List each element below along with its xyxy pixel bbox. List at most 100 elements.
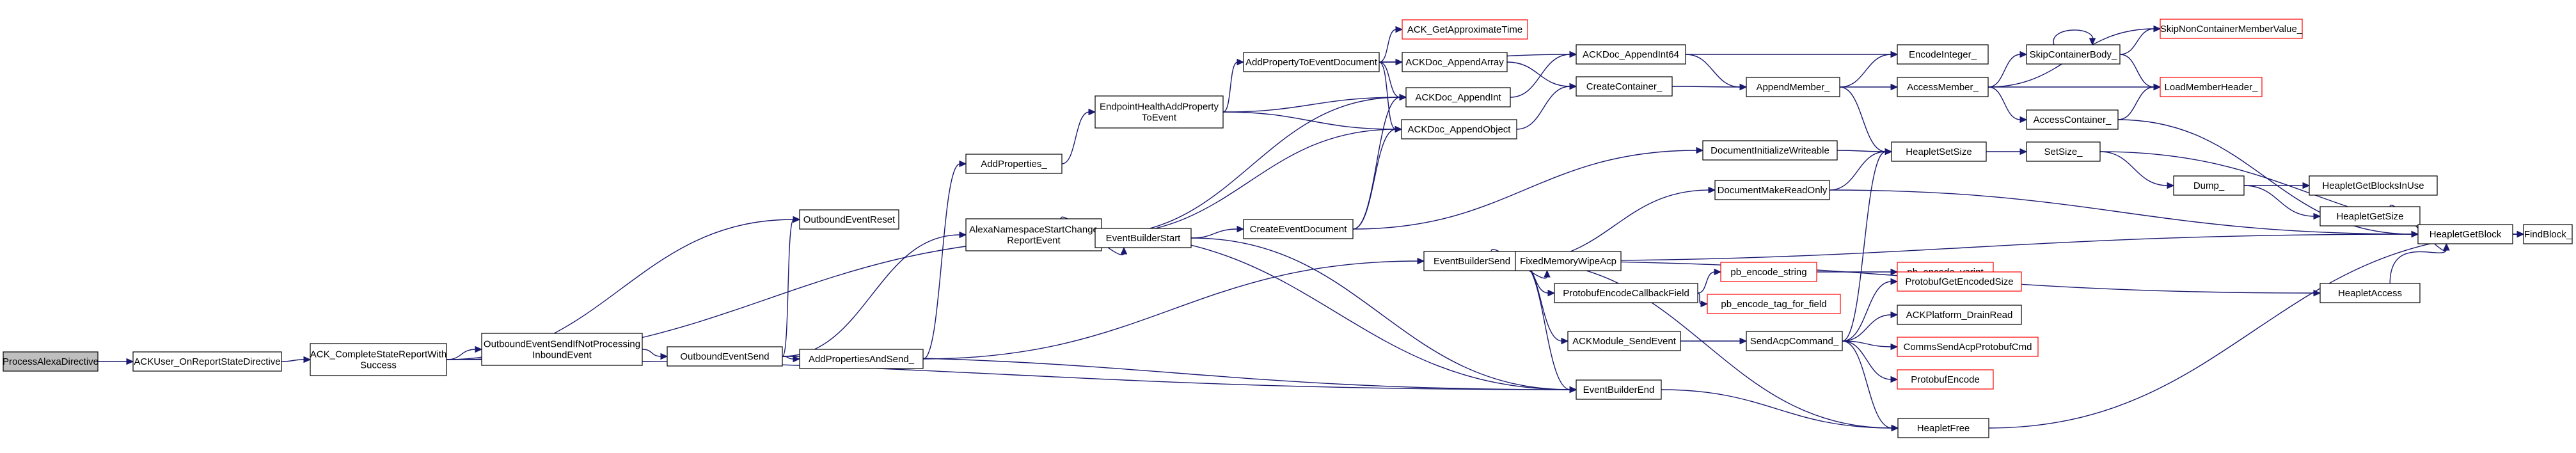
arrowhead: [793, 355, 801, 363]
node-label: InboundEvent: [532, 350, 592, 361]
call-edge-appendobj-to-createcont: [1516, 83, 1577, 130]
node-ebstart[interactable]: EventBuilderStart: [1094, 228, 1192, 248]
node-label: ACKPlatform_DrainRead: [1906, 310, 2013, 321]
node-addpropssend[interactable]: AddPropertiesAndSend_: [799, 349, 924, 369]
node-appendint64[interactable]: ACKDoc_AppendInt64: [1576, 44, 1686, 65]
node-pbcallback[interactable]: ProtobufEncodeCallbackField: [1554, 283, 1698, 303]
arrowhead: [475, 346, 483, 353]
node-box: [1576, 379, 1662, 400]
node-hpblocksinuse[interactable]: HeapletGetBlocksInUse: [2309, 175, 2438, 196]
node-box: [2160, 77, 2263, 97]
call-edge-appendmember-to-accessmember: [1840, 83, 1899, 91]
node-label: Success: [360, 360, 397, 371]
node-findblock[interactable]: FindBlock_: [2523, 224, 2573, 244]
arrowhead: [2302, 182, 2311, 189]
node-createevt[interactable]: CreateEventDocument: [1243, 219, 1354, 239]
node-label: AddPropertiesAndSend_: [809, 354, 915, 365]
node-hpsetsize[interactable]: HeapletSetSize: [1891, 141, 1987, 162]
node-label: CreateEventDocument: [1250, 224, 1348, 235]
arrowhead: [1739, 83, 1748, 91]
node-appendarray[interactable]: ACKDoc_AppendArray: [1402, 52, 1508, 72]
node-appendobj[interactable]: ACKDoc_AppendObject: [1401, 119, 1517, 139]
arrowhead: [1890, 376, 1899, 383]
node-box: [2319, 206, 2421, 226]
call-edge-sendacp-to-drainread: [1842, 311, 1899, 342]
node-accesscont[interactable]: AccessContainer_: [2026, 109, 2119, 130]
node-setsize[interactable]: SetSize_: [2026, 141, 2101, 162]
node-hpgetblock[interactable]: HeapletGetBlock: [2417, 224, 2513, 244]
node-label: OutboundEventSend: [680, 351, 769, 362]
node-hpaccess[interactable]: HeapletAccess: [2319, 283, 2421, 303]
call-edge-pbcallback-to-pbtag: [1697, 292, 1709, 308]
node-approxtime[interactable]: ACK_GetApproximateTime: [1402, 19, 1528, 40]
edge-line: [2119, 54, 2155, 88]
call-edge-skipbody-to-skipnon: [2119, 25, 2161, 55]
node-acksendevt[interactable]: ACKModule_SendEvent: [1567, 331, 1681, 351]
node-box: [2523, 224, 2573, 244]
edge-line: [1987, 86, 2021, 120]
arrowhead: [2153, 83, 2161, 91]
call-edge-outsend-to-addpropssend: [782, 355, 801, 363]
node-addproptoevt[interactable]: AddPropertyToEventDocument: [1243, 52, 1380, 72]
node-ebend[interactable]: EventBuilderEnd: [1576, 379, 1662, 400]
arrowhead: [2019, 116, 2028, 123]
node-loadheader[interactable]: LoadMemberHeader_: [2160, 77, 2263, 97]
node-appendint[interactable]: ACKDoc_AppendInt: [1405, 87, 1511, 107]
call-edge-addpropssend-to-addprops: [922, 160, 967, 360]
node-label: HeapletAccess: [2338, 288, 2402, 299]
call-edge-outsend-to-outreset: [782, 216, 801, 357]
node-dump[interactable]: Dump_: [2173, 175, 2245, 196]
call-edge-dump-to-hpgetsize: [2243, 185, 2321, 220]
arrowhead: [1395, 26, 1403, 33]
node-label: ACKDoc_AppendObject: [1408, 124, 1512, 135]
node-label: ACKDoc_AppendInt64: [1583, 49, 1679, 60]
call-edge-addpropssend-to-ebsend: [922, 257, 1425, 360]
node-pbencode[interactable]: ProtobufEncode: [1897, 369, 1994, 390]
edge-line: [1222, 111, 1396, 130]
node-ackuser[interactable]: ACKUser_OnReportStateDirective: [132, 351, 282, 372]
edge-line: [1839, 54, 1892, 88]
node-label: EventBuilderStart: [1106, 233, 1181, 244]
node-pbgetsize[interactable]: ProtobufGetEncodedSize: [1897, 271, 2022, 292]
arrowhead: [2167, 182, 2175, 189]
node-outreset[interactable]: OutboundEventReset: [799, 209, 899, 230]
node-box: [1714, 180, 1830, 200]
node-pbtag[interactable]: pb_encode_tag_for_field: [1707, 294, 1841, 314]
node-commssend[interactable]: CommsSendAcpProtobufCmd: [1897, 337, 2039, 357]
node-hpgetsize[interactable]: HeapletGetSize: [2319, 206, 2421, 226]
arrowhead: [1547, 289, 1556, 297]
node-fixedwipe[interactable]: FixedMemoryWipeAcp: [1515, 251, 1622, 271]
call-edge-appendint-to-appendint64: [1510, 51, 1577, 98]
node-docmake[interactable]: DocumentMakeReadOnly: [1714, 180, 1830, 200]
node-skipbody[interactable]: SkipContainerBody_: [2026, 44, 2121, 65]
node-drainread[interactable]: ACKPlatform_DrainRead: [1897, 305, 2022, 325]
node-ebsend[interactable]: EventBuilderSend: [1423, 251, 1521, 271]
node-sendacp[interactable]: SendAcpCommand_: [1746, 331, 1843, 351]
call-edge-acksendevt-to-sendacp: [1680, 337, 1748, 345]
node-outnotproc[interactable]: OutboundEventSendIfNotProcessingInboundE…: [481, 333, 643, 366]
node-hpfree[interactable]: HeapletFree: [1897, 418, 1989, 438]
node-accessmember[interactable]: AccessMember_: [1897, 77, 1989, 97]
node-pbstring[interactable]: pb_encode_string: [1720, 262, 1817, 282]
node-docinit[interactable]: DocumentInitializeWriteable: [1702, 140, 1838, 161]
node-outsend[interactable]: OutboundEventSend: [667, 346, 783, 367]
node-box: [3, 351, 99, 372]
arrowhead: [1708, 186, 1716, 194]
node-createcont[interactable]: CreateContainer_: [1576, 76, 1673, 97]
edge-line: [782, 219, 794, 357]
node-process[interactable]: ProcessAlexaDirective: [3, 351, 99, 372]
call-edge-appendmember-to-hpsetsize: [1839, 86, 1893, 155]
edge-line: [1837, 150, 1886, 152]
node-label: EventBuilderSend: [1434, 256, 1510, 267]
node-appendmember[interactable]: AppendMember_: [1746, 77, 1840, 97]
node-addprops[interactable]: AddProperties_: [965, 154, 1063, 174]
call-edge-appendmember-to-encodeint: [1839, 51, 1899, 88]
node-skipnon[interactable]: SkipNonContainerMemberValue_: [2160, 19, 2303, 39]
node-encodeint[interactable]: EncodeInteger_: [1897, 44, 1989, 65]
call-edge-ebsend-to-ebend: [1519, 260, 1577, 393]
node-box: [1891, 141, 1987, 162]
